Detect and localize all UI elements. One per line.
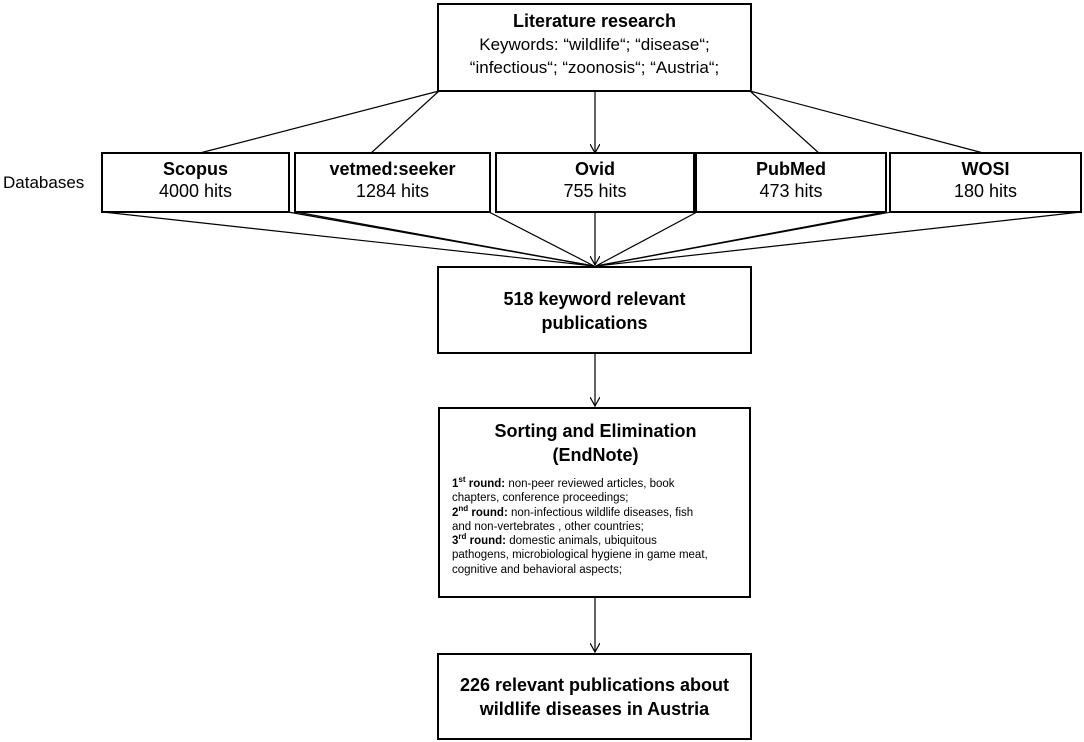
database-name-scopus: Scopus [162,159,228,179]
edge-scopus-relevant [102,211,595,267]
keyword-relevant-line-1: 518 keyword relevant [503,289,686,309]
database-name-ovid: Ovid [574,159,615,179]
database-hits-pubmed: 473 hits [759,181,823,201]
database-box-wosi: WOSI 180 hits [889,152,1082,213]
database-hits-vetmed-seeker: 1284 hits [355,181,430,201]
database-name-wosi: WOSI [961,159,1010,179]
sorting-title-line-2: (EndNote) [552,445,639,465]
database-hits-wosi: 180 hits [953,181,1018,201]
edge-wosi-relevant [595,211,892,267]
database-hits-scopus: 4000 hits [158,181,233,201]
database-box-pubmed: PubMed 473 hits [695,152,887,213]
edge-research-scopus [195,90,440,155]
round-2-text: 2nd round: non-infectious wildlife disea… [452,503,694,533]
databases-label: Databases [3,173,85,192]
edge-research-wosi [749,90,988,155]
keyword-relevant-box: 518 keyword relevant publications [437,266,752,354]
database-name-vetmed-seeker: vetmed:seeker [329,159,456,179]
database-box-vetmed-seeker: vetmed:seeker 1284 hits [294,152,491,213]
round-3-text: 3rd round: domestic animals, ubiquitous … [452,532,708,576]
edge-research-pubmed [749,90,821,155]
database-name-pubmed: PubMed [756,159,826,179]
literature-research-box: Literature research Keywords: “wildlife“… [437,3,752,92]
final-line-2: wildlife diseases in Austria [479,699,710,719]
keywords-line-2: “infectious“; “zoonosis“; “Austria“; [469,58,720,77]
edge-vetmed-relevant [295,211,595,267]
sorting-title-line-1: Sorting and Elimination [494,421,697,441]
database-box-scopus: Scopus 4000 hits [101,152,290,213]
literature-research-title: Literature research [512,11,677,31]
keyword-relevant-line-2: publications [541,313,648,333]
database-box-ovid: Ovid 755 hits [495,152,695,213]
edge-pubmed-relevant [595,211,698,267]
edge-wosi-relevant-2 [595,211,1082,267]
final-line-1: 226 relevant publications about [459,675,730,695]
sorting-elimination-box: Sorting and Elimination (EndNote) 1st ro… [438,407,751,598]
keywords-line-1: Keywords: “wildlife“; “disease“; [479,35,710,54]
edge-research-vetmed [369,90,440,155]
database-hits-ovid: 755 hits [563,181,627,201]
edge-vetmed-relevant-2 [488,211,595,267]
round-1-text: 1st round: non-peer reviewed articles, b… [452,475,675,505]
final-publications-box: 226 relevant publications about wildlife… [437,653,752,740]
